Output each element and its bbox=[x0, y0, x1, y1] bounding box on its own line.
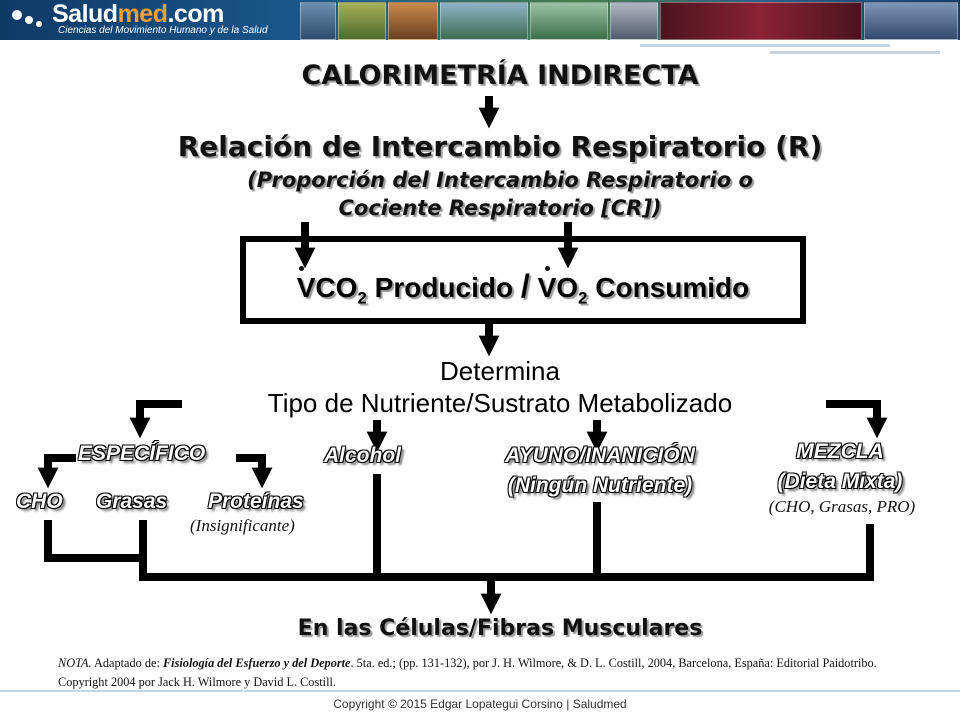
numerator-label: Producido bbox=[374, 272, 514, 303]
grasas-label: Grasas bbox=[96, 490, 168, 513]
decorative-rule bbox=[640, 44, 890, 47]
diagram-subheading-line2: Cociente Respiratorio [CR]) bbox=[338, 196, 662, 220]
tipo-nutriente-label: Tipo de Nutriente/Sustrato Metabolizado bbox=[267, 388, 733, 418]
diagram-title: CALORIMETRÍA INDIRECTA bbox=[301, 60, 699, 91]
proteinas-label: Proteínas bbox=[208, 490, 304, 513]
brand-name: Saludmed.com bbox=[52, 0, 224, 28]
denominator-label: Consumido bbox=[595, 272, 750, 303]
determina-label: Determina bbox=[440, 356, 560, 386]
formula-text: VCO2 Producido / VO2 Consumido bbox=[243, 266, 803, 309]
rate-dot bbox=[298, 266, 304, 271]
brand-tagline: Ciencias del Movimiento Humano y de la S… bbox=[58, 25, 268, 36]
insignificante-label: (Insignificante) bbox=[190, 516, 295, 535]
arrow-to-mezcla bbox=[826, 400, 888, 439]
runner-logo-icon bbox=[12, 10, 42, 27]
note-book-title: Fisiología del Esfuerzo y del Deporte bbox=[162, 656, 351, 670]
note-text-1: Adaptado de: bbox=[91, 656, 163, 670]
cho-label: CHO bbox=[16, 490, 63, 513]
diagram-subheading-line1: (Proporción del Intercambio Respiratorio… bbox=[247, 168, 753, 192]
formula-divider: / bbox=[520, 268, 530, 304]
celulas-label: En las Células/Fibras Musculares bbox=[297, 616, 703, 641]
note-label: NOTA. bbox=[58, 656, 92, 670]
ningun-nutriente-label: (Ningún Nutriente) bbox=[507, 474, 693, 497]
footer-rule bbox=[0, 690, 960, 692]
source-note: NOTA. Adaptado de: Fisiología del Esfuer… bbox=[58, 654, 928, 692]
decorative-rule bbox=[770, 51, 940, 54]
vo2-symbol: VO2 bbox=[538, 266, 596, 308]
mezcla-detail-label: (CHO, Grasas, PRO) bbox=[768, 497, 916, 516]
banner-photo-walkers bbox=[864, 2, 958, 40]
saludmed-logo[interactable]: Saludmed.com Ciencias del Movimiento Hum… bbox=[6, 0, 296, 37]
banner-photo-ecg bbox=[660, 2, 862, 40]
alcohol-label: Alcohol bbox=[324, 444, 401, 467]
diagram-heading: Relación de Intercambio Respiratorio (R) bbox=[177, 130, 823, 163]
banner-photo-runners bbox=[300, 2, 336, 40]
arrow-to-especifico bbox=[129, 400, 182, 439]
bracket-cho-grasas bbox=[44, 520, 147, 562]
banner-photo-gym bbox=[388, 2, 438, 40]
banner-photo-treadmill bbox=[610, 2, 658, 40]
mezcla-label: MEZCLA bbox=[796, 440, 884, 463]
vco2-symbol: VCO2 bbox=[297, 266, 375, 308]
especifico-label: ESPECÍFICO bbox=[78, 442, 206, 465]
ayuno-label: AYUNO/INANICIÓN bbox=[505, 444, 695, 467]
banner-photo-stretch bbox=[530, 2, 608, 40]
site-banner: Saludmed.com Ciencias del Movimiento Hum… bbox=[0, 0, 960, 40]
arrow-to-cho bbox=[37, 454, 76, 489]
copyright-footer: Copyright © 2015 Edgar Lopategui Corsino… bbox=[333, 697, 627, 711]
banner-photo-group bbox=[440, 2, 528, 40]
arrow-to-proteinas bbox=[236, 454, 273, 489]
rate-dot bbox=[544, 266, 550, 271]
formula-box bbox=[240, 236, 806, 324]
dieta-mixta-label: (Dieta Mixta) bbox=[777, 470, 903, 493]
banner-photo-cyclist bbox=[338, 2, 386, 40]
note-text-2: . 5ta. ed.; (pp. 131-132), por J. H. Wil… bbox=[58, 656, 877, 689]
